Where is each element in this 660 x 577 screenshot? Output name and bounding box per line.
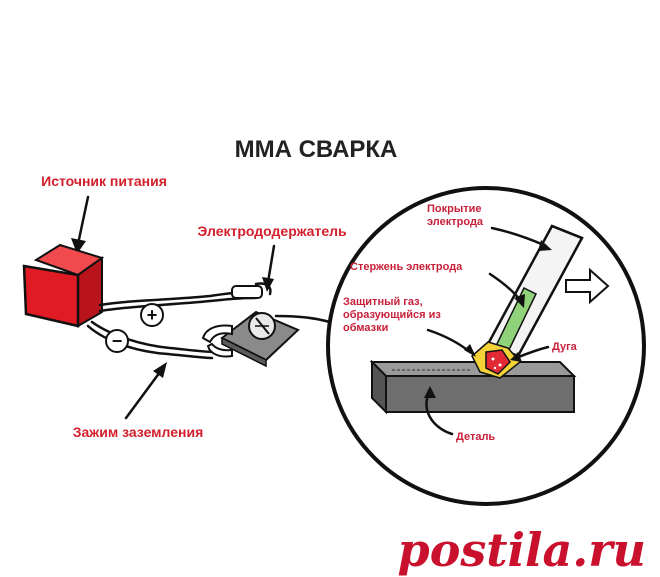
electrode-holder-label: Электрододержатель bbox=[197, 223, 347, 239]
power-source-box bbox=[22, 243, 105, 328]
workpiece-pointer-head bbox=[424, 386, 436, 398]
electrode-core-label: Стержень электрода bbox=[350, 261, 463, 273]
minus-icon: − bbox=[112, 331, 123, 351]
workpiece-label: Деталь bbox=[456, 431, 495, 443]
exhaust-arrow-icon bbox=[565, 267, 610, 305]
diagram-title: ММА СВАРКА bbox=[235, 136, 398, 163]
plus-icon: + bbox=[147, 305, 158, 325]
ground-clamp-label: Зажим заземления bbox=[73, 424, 204, 440]
gas-label-line1: Защитный газ, bbox=[343, 296, 423, 308]
minus-terminal: − bbox=[105, 329, 129, 353]
arc-label: Дуга bbox=[552, 341, 578, 353]
watermark: postila.ru bbox=[398, 523, 646, 577]
power-source-pointer bbox=[71, 195, 90, 254]
power-source-label: Источник питания bbox=[41, 173, 167, 189]
coating-label-line2: электрода bbox=[427, 216, 484, 228]
electrode-core-pointer-head bbox=[514, 294, 525, 308]
work-plate bbox=[220, 310, 300, 368]
ground-clamp bbox=[201, 324, 233, 358]
ground-clamp-pointer bbox=[124, 362, 167, 420]
coating-pointer-head bbox=[538, 240, 552, 251]
gas-label-line3: обмазки bbox=[343, 322, 388, 334]
gas-pointer-head bbox=[464, 344, 476, 357]
workpiece bbox=[369, 359, 577, 415]
electrode-holder bbox=[231, 282, 272, 299]
arc-pointer-head bbox=[510, 352, 522, 362]
plus-terminal: + bbox=[140, 303, 164, 327]
arc bbox=[471, 341, 522, 379]
gas-label-line2: образующийся из bbox=[343, 309, 441, 321]
coating-label-line1: Покрытие bbox=[427, 203, 482, 215]
